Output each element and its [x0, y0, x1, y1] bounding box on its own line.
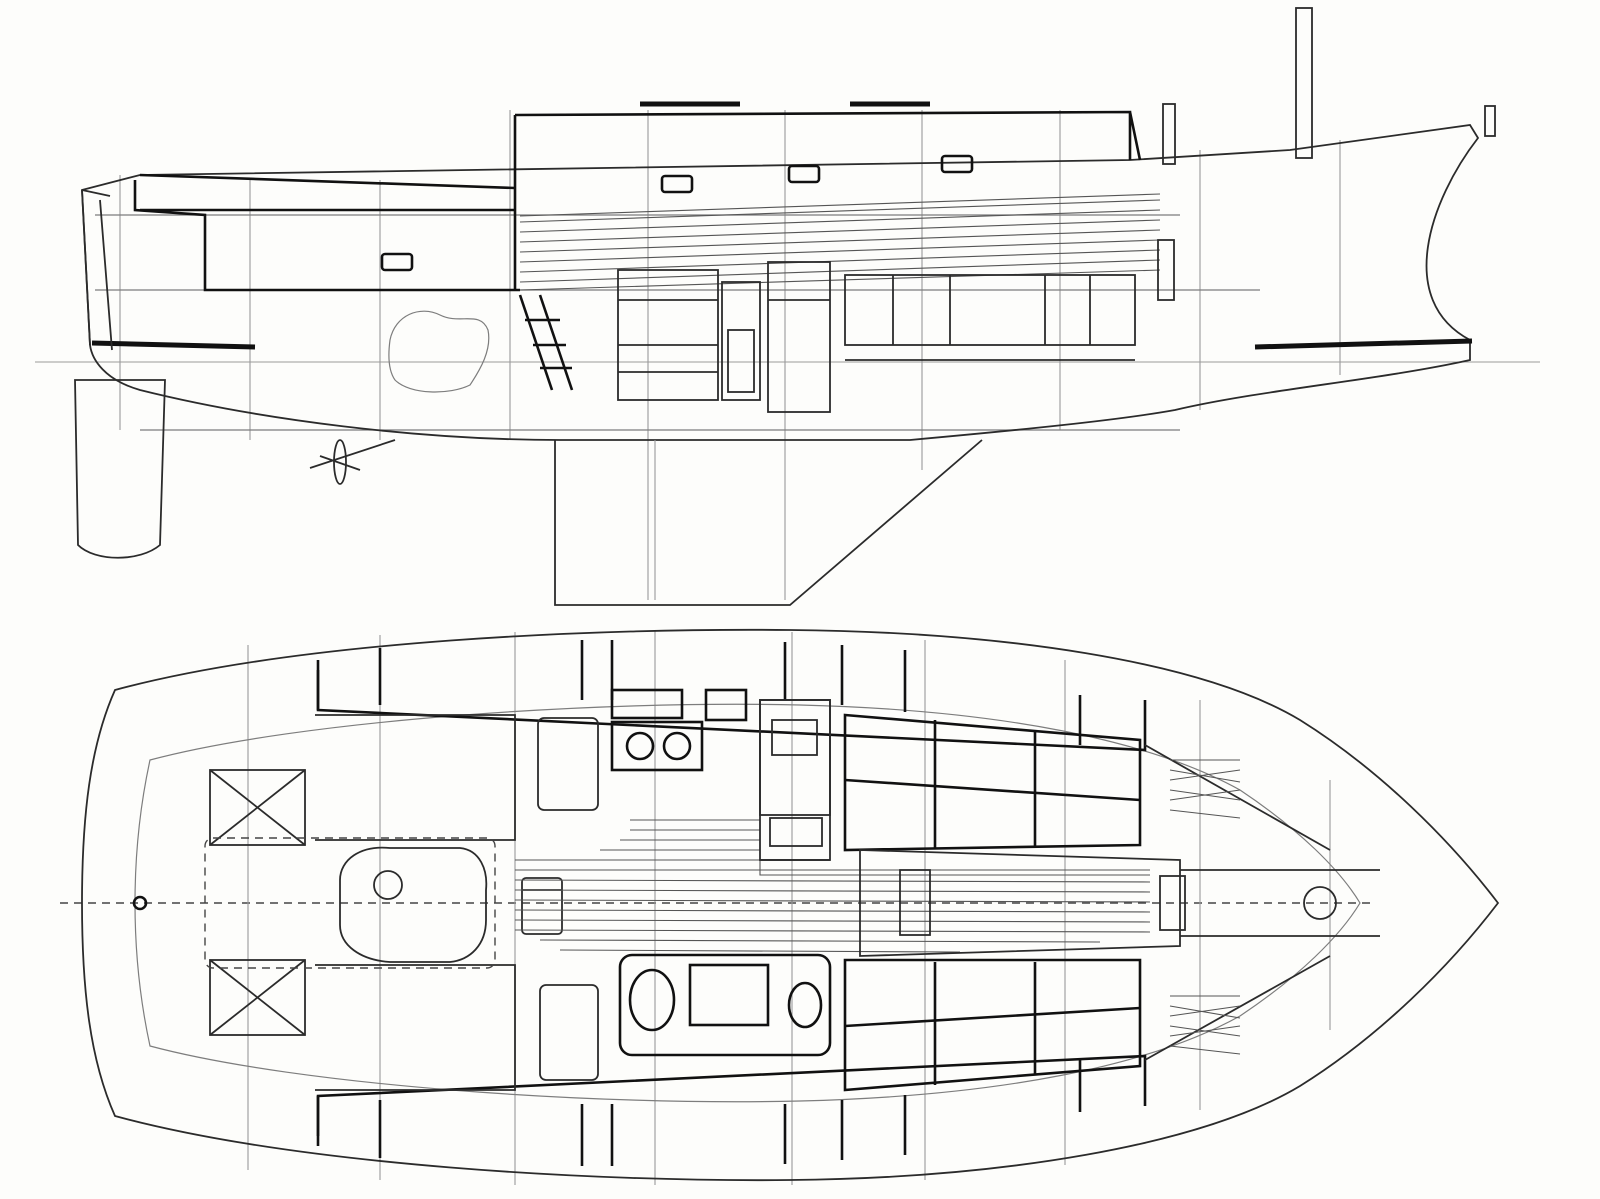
cabin-house: [513, 110, 1142, 290]
transom: [81, 189, 113, 351]
galley-sink: [759, 699, 831, 861]
table-leaf: [899, 869, 931, 936]
engine-plan: [339, 846, 488, 963]
head-compartment: [618, 953, 832, 1057]
v-berth: [1144, 744, 1380, 1061]
fin-keel: [554, 439, 983, 606]
galley-stove: [610, 688, 748, 772]
inner-hull-line: [134, 703, 1361, 1103]
side-lockers: [316, 640, 1147, 1166]
profile-view: [35, 7, 1540, 606]
boot-stripe-fwd: [1254, 338, 1473, 350]
chain-locker-hatching: [1169, 759, 1241, 1055]
settee-cabinets: [844, 274, 1136, 361]
engine-flywheel: [373, 870, 403, 900]
accommodation-plan: [60, 628, 1500, 1185]
saloon-table: [859, 849, 1181, 957]
plan-companionway: [521, 717, 599, 1081]
rudder-post: [132, 895, 148, 911]
cockpit-well: [204, 837, 496, 969]
profile-buttock-lines: [95, 214, 1260, 431]
cabin-portlights: [380, 154, 974, 272]
galley-cabinets: [617, 261, 831, 413]
companionway-ladder: [518, 294, 574, 391]
main-settees: [843, 713, 1142, 1092]
hull-outline: [81, 124, 1480, 441]
cockpit-coaming: [133, 173, 520, 292]
rudder: [74, 379, 166, 559]
profile-station-lines: [119, 110, 1341, 600]
quarter-berths: [209, 714, 516, 1091]
propeller: [309, 439, 396, 485]
cabin-hatching: [519, 193, 1161, 291]
engine-outline: [388, 310, 490, 393]
cabin-sole-hatching: [514, 819, 1151, 953]
mast-and-posts: [1157, 7, 1496, 301]
deck-outline: [81, 628, 1500, 1182]
boot-stripe-aft: [91, 340, 256, 350]
